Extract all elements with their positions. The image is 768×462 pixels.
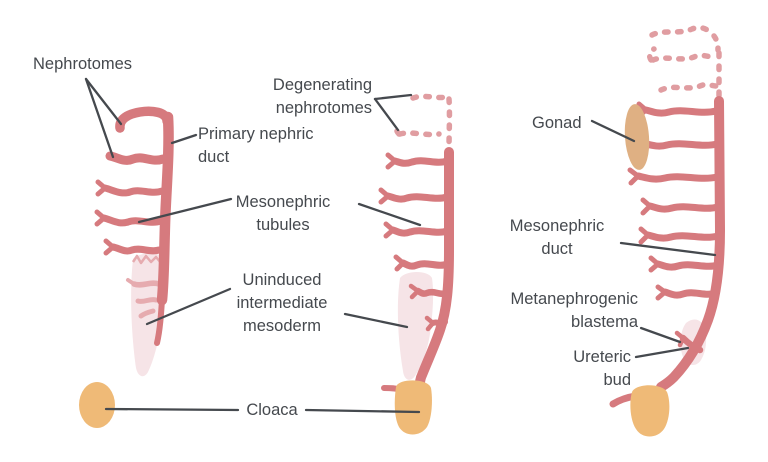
right-tubule-7 xyxy=(661,288,720,299)
uninduced-mesoderm-pointer-left xyxy=(145,287,232,326)
mesoderm-fringe-left xyxy=(131,254,162,265)
pronephros-stage-structure xyxy=(79,106,174,428)
label-ureteric-bud: Ureteric bud xyxy=(573,348,631,389)
label-gonad: Gonad xyxy=(532,114,582,132)
mesonephric-duct-pointer xyxy=(619,241,717,257)
middle-tubule-4-fork xyxy=(393,254,407,272)
pointer-lines xyxy=(84,77,717,414)
primary-nephric-duct-shape xyxy=(156,111,174,306)
left-tubule-4 xyxy=(100,214,165,227)
middle-tubule-1 xyxy=(391,157,451,167)
left-tubule-5 xyxy=(109,243,163,255)
degenerating-nephrotomes-pointer-2 xyxy=(373,97,400,132)
right-tubule-5 xyxy=(644,231,722,242)
cloaca-shape-right xyxy=(630,385,670,437)
middle-tubule-2-fork xyxy=(378,187,392,205)
faded-tubule-1-fork-left xyxy=(126,278,136,286)
mesonephros-stage-structure xyxy=(378,93,454,435)
nephrotome-1-shape xyxy=(115,106,172,133)
degenerating-nephrotome-top-dashed xyxy=(410,93,449,101)
middle-tubule-5 xyxy=(414,287,451,298)
right-tubule-4-fork xyxy=(640,197,654,216)
degenerating-nephrotomes-pointer-1 xyxy=(373,93,413,101)
nephrotomes-pointer-1 xyxy=(84,77,123,126)
primary-nephric-duct-tip xyxy=(154,297,165,346)
primary-nephric-duct-pointer xyxy=(170,133,198,145)
label-uninduced-intermediate-mesoderm: Uninduced intermediate mesoderm xyxy=(236,271,328,335)
left-tubule-3-fork xyxy=(95,179,109,197)
cloaca-pointer-left xyxy=(104,407,240,412)
right-tubule-3-fork xyxy=(627,167,642,186)
label-degenerating-nephrotomes: Degenerating nephrotomes xyxy=(272,76,372,117)
label-cloaca: Cloaca xyxy=(246,401,298,419)
right-tubule-6-fork xyxy=(648,255,662,273)
uninduced-mesoderm-blob-middle xyxy=(397,272,434,380)
right-tubule-4 xyxy=(646,202,722,213)
middle-tubule-4 xyxy=(399,259,451,270)
middle-tubule-1-fork xyxy=(385,152,399,170)
metanephrogenic-blastema-pointer xyxy=(639,326,682,344)
label-mesonephric-duct: Mesonephric duct xyxy=(509,217,605,258)
mesonephric-duct-shape-middle xyxy=(415,147,454,391)
metanephros-stage-structure xyxy=(609,24,726,437)
gonad-shape xyxy=(624,104,650,170)
faded-tubule-1-left xyxy=(131,280,162,288)
ureteric-bud-pointer xyxy=(634,346,690,359)
right-dashed-row-3 xyxy=(658,81,719,93)
right-tubule-6 xyxy=(654,260,722,271)
degenerating-nephrotome-bottom-dashed xyxy=(397,130,442,138)
right-tubule-3 xyxy=(634,172,721,183)
right-dashed-corner xyxy=(711,33,721,53)
middle-tubule-6-fork xyxy=(424,315,437,332)
middle-tubule-3-fork xyxy=(383,221,397,239)
ureteric-bud-fork xyxy=(674,330,686,348)
nephrotomes-pointer-2 xyxy=(84,77,115,159)
cloaca-pointer-right xyxy=(304,408,421,414)
mesonephric-tubules-pointer-right xyxy=(357,202,422,227)
gonad-pointer xyxy=(590,119,636,143)
right-dashed-row-1 xyxy=(649,24,714,38)
faded-tubule-2-left xyxy=(135,297,159,304)
uninduced-mesoderm-pointer-right xyxy=(343,312,409,329)
label-primary-nephric-duct: Primary nephric duct xyxy=(198,125,314,166)
left-tubule-5-fork xyxy=(103,238,117,256)
right-tubule-5-fork xyxy=(638,226,652,245)
middle-tubule-2 xyxy=(384,192,451,203)
cloaca-shape-middle xyxy=(394,380,432,435)
right-tubule-2 xyxy=(638,139,721,150)
label-metanephrogenic-blastema: Metanephrogenic blastema xyxy=(510,290,638,331)
nephrotome-2-shape xyxy=(105,151,168,165)
label-mesonephric-tubules: Mesonephric tubules xyxy=(235,193,331,234)
faded-tubule-dash-left xyxy=(138,308,156,319)
right-dashed-row-2 xyxy=(650,52,718,63)
left-tubule-4-fork xyxy=(94,209,108,227)
degenerating-nephrotome-hook-dashed xyxy=(393,121,403,137)
right-dashed-row-2-hook xyxy=(646,46,657,63)
label-nephrotomes: Nephrotomes xyxy=(33,55,133,73)
cloaca-shape-left xyxy=(79,382,115,428)
right-tubule-1 xyxy=(642,106,720,117)
right-tubule-7-fork xyxy=(655,284,670,301)
middle-tubule-3 xyxy=(389,226,451,237)
mesonephric-tubules-pointer-left xyxy=(137,197,233,224)
middle-tubule-5-fork xyxy=(408,283,422,300)
left-tubule-3 xyxy=(101,184,166,197)
